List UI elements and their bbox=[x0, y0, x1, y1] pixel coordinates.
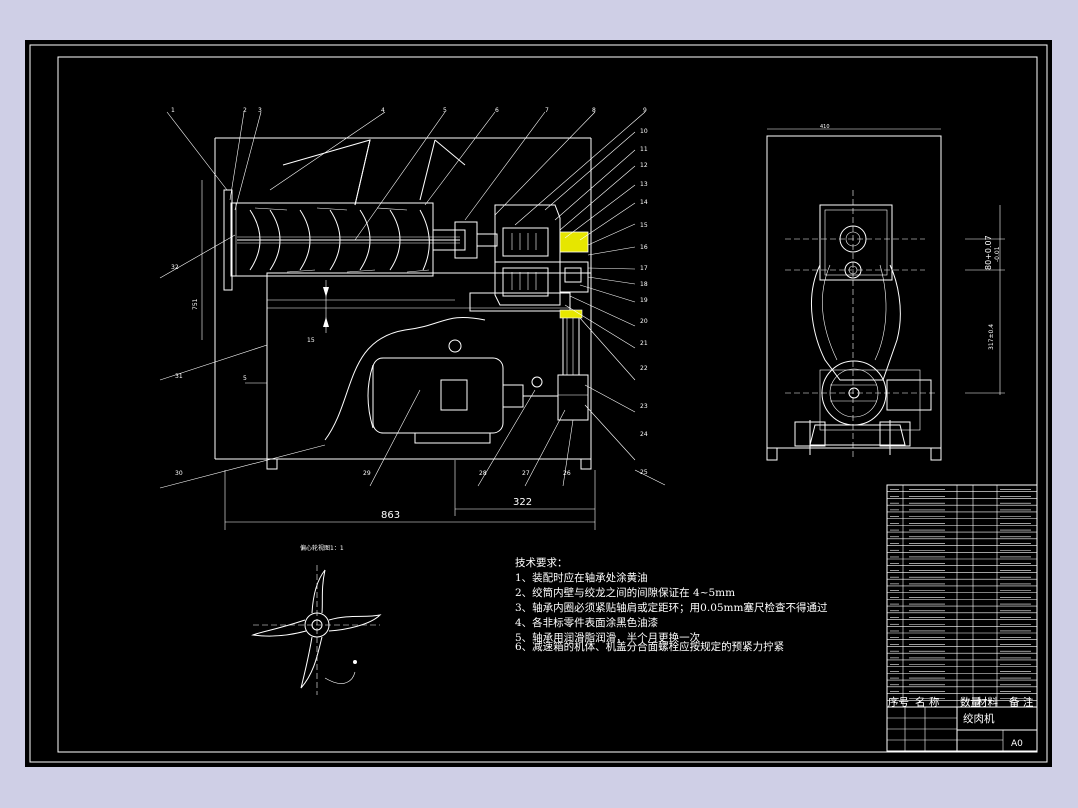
cad-viewport[interactable]: 863 322 15 5 751 1 2 3 4 5 6 7 8 9 10 11… bbox=[25, 40, 1052, 767]
svg-text:15: 15 bbox=[640, 222, 648, 229]
title-block: 绞肉机 A0 bbox=[886, 706, 1038, 752]
svg-text:23: 23 bbox=[640, 403, 648, 410]
parts-list: 序号名 称 数量材料备 注 bbox=[886, 484, 1038, 709]
sheet-outer-border bbox=[29, 44, 1048, 763]
tech-req-3: 3、轴承内圈必须紧贴轴肩或定距环；用0.05mm塞尺检查不得通过 bbox=[515, 601, 828, 614]
dim-shaft-center-lower: -0.01 bbox=[994, 246, 1001, 262]
side-view bbox=[766, 128, 1005, 461]
svg-text:24: 24 bbox=[640, 431, 648, 438]
tech-req-5: 5、轴承用润滑脂润滑，半个月更换一次 bbox=[515, 631, 701, 644]
cutter-detail-view bbox=[251, 565, 382, 695]
parts-col-header: 数量 bbox=[960, 696, 981, 709]
callouts-right: 10 11 12 13 14 15 16 17 18 19 20 21 22 2… bbox=[640, 128, 648, 476]
svg-text:28: 28 bbox=[479, 470, 487, 477]
pulley-lower bbox=[557, 374, 589, 421]
svg-text:8: 8 bbox=[592, 107, 596, 114]
front-view bbox=[159, 111, 666, 530]
svg-text:13: 13 bbox=[640, 181, 648, 188]
tech-req-6: 6、减速箱的机体、机盖分合面螺栓应按规定的预紧力拧紧 bbox=[515, 640, 784, 653]
parts-col-header: 备 注 bbox=[1009, 696, 1034, 709]
dim-overall-length: 863 bbox=[381, 510, 400, 521]
svg-text:27: 27 bbox=[522, 470, 530, 477]
pulley-upper bbox=[559, 231, 589, 253]
tech-req-2: 2、绞筒内壁与绞龙之间的间隙保证在 4~5mm bbox=[515, 586, 735, 599]
svg-text:31: 31 bbox=[175, 373, 183, 380]
svg-text:10: 10 bbox=[640, 128, 648, 135]
svg-text:19: 19 bbox=[640, 297, 648, 304]
sheet-size: A0 bbox=[1011, 739, 1023, 749]
svg-text:7: 7 bbox=[545, 107, 549, 114]
svg-text:9: 9 bbox=[643, 107, 647, 114]
tech-requirements: 技术要求： 1、装配时应在轴承处涂黄油 2、绞筒内壁与绞龙之间的间隙保证在 4~… bbox=[515, 556, 828, 653]
svg-text:26: 26 bbox=[563, 470, 571, 477]
parts-col-header: 名 称 bbox=[915, 696, 940, 709]
svg-text:2: 2 bbox=[243, 107, 247, 114]
svg-text:11: 11 bbox=[640, 146, 648, 153]
tech-req-1: 1、装配时应在轴承处涂黄油 bbox=[515, 571, 648, 584]
svg-text:6: 6 bbox=[495, 107, 499, 114]
dim-motor-span: 322 bbox=[513, 497, 532, 508]
svg-text:29: 29 bbox=[363, 470, 371, 477]
parts-col-header: 序号 bbox=[888, 696, 909, 709]
screw-auger bbox=[237, 207, 460, 273]
svg-text:30: 30 bbox=[175, 470, 183, 477]
svg-text:4: 4 bbox=[381, 107, 385, 114]
frame-body bbox=[266, 272, 592, 460]
gearbox bbox=[494, 204, 589, 306]
drawing-canvas: 863 322 15 5 751 1 2 3 4 5 6 7 8 9 10 11… bbox=[29, 44, 1048, 763]
title-name: 绞肉机 bbox=[963, 712, 995, 725]
svg-text:3: 3 bbox=[258, 107, 262, 114]
sheet-inner-border bbox=[57, 56, 1038, 753]
svg-text:1: 1 bbox=[171, 107, 175, 114]
tech-req-4: 4、各非标零件表面涂黑色油漆 bbox=[515, 616, 659, 629]
svg-text:21: 21 bbox=[640, 340, 648, 347]
svg-text:25: 25 bbox=[640, 469, 648, 476]
svg-text:5: 5 bbox=[443, 107, 447, 114]
svg-text:22: 22 bbox=[640, 365, 648, 372]
dim-left-height: 751 bbox=[192, 298, 199, 310]
callouts-bottom: 26 27 28 29 30 31 32 bbox=[171, 264, 571, 477]
motor bbox=[367, 339, 558, 444]
svg-text:14: 14 bbox=[640, 199, 648, 206]
dim-v-depth: 15 bbox=[307, 337, 315, 344]
svg-text:12: 12 bbox=[640, 162, 648, 169]
dim-belt-center: 317±0.4 bbox=[988, 324, 995, 350]
leader-lines bbox=[159, 111, 646, 489]
tech-req-heading: 技术要求： bbox=[515, 556, 568, 569]
svg-text:32: 32 bbox=[171, 264, 179, 271]
dim-h-offset: 5 bbox=[243, 375, 247, 382]
svg-text:18: 18 bbox=[640, 281, 648, 288]
svg-text:17: 17 bbox=[640, 265, 648, 272]
svg-text:16: 16 bbox=[640, 244, 648, 251]
dim-shaft-center: 80+0.07 bbox=[984, 235, 993, 270]
dim-side-width: 410 bbox=[820, 124, 830, 130]
right-leaders bbox=[544, 131, 666, 486]
callouts-top: 1 2 3 4 5 6 7 8 9 bbox=[171, 107, 647, 114]
svg-text:20: 20 bbox=[640, 318, 648, 325]
parts-col-header: 材料 bbox=[977, 696, 998, 709]
detail-title: 偏心轮视图1：1 bbox=[300, 544, 344, 552]
